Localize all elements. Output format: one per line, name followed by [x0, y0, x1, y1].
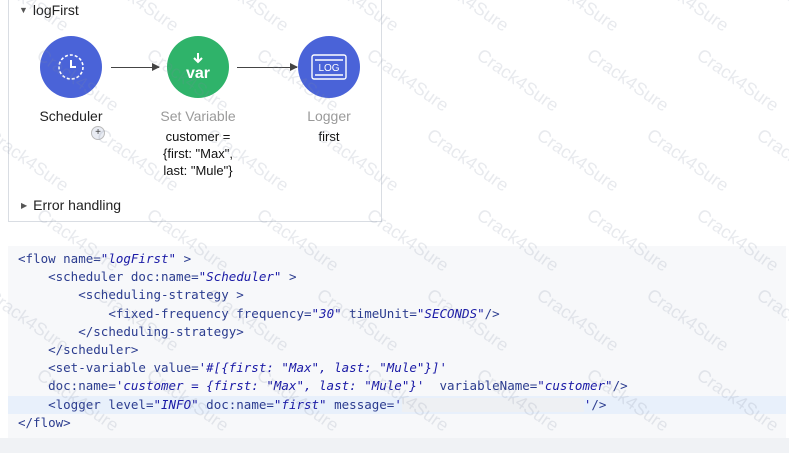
arrow-connector — [111, 63, 160, 71]
code-token: "SECONDS" — [416, 305, 485, 321]
code-token: message= — [326, 396, 395, 412]
code-line: <flow name="logFirst" > — [8, 250, 786, 268]
flow-header[interactable]: ▼ logFirst — [19, 2, 79, 18]
code-token: '#[{first: "Max", last: "Mule"}]' — [198, 360, 447, 376]
collapse-triangle-icon[interactable]: ▼ — [19, 5, 28, 15]
code-line: doc:name='customer = {first: "Max", last… — [8, 377, 786, 395]
code-token: doc:name= — [130, 269, 199, 285]
code-token: > — [281, 269, 297, 285]
code-token: level= — [108, 396, 154, 412]
code-line: <fixed-frequency frequency="30" timeUnit… — [8, 305, 786, 323]
code-line: <scheduling-strategy > — [8, 286, 786, 304]
code-line: </scheduler> — [8, 341, 786, 359]
log-icon: LOG — [311, 54, 347, 80]
code-token: ' — [394, 396, 402, 412]
code-token: <set-variable — [48, 360, 154, 376]
flow-name: logFirst — [32, 2, 79, 18]
code-token: </flow> — [18, 414, 71, 430]
code-token: "logFirst" — [100, 251, 177, 266]
watermark-text: Crack4Sure — [583, 44, 673, 116]
error-handling-section[interactable]: ▶ Error handling — [21, 197, 121, 213]
code-token: value= — [153, 360, 199, 376]
logger-label: Logger — [307, 108, 351, 124]
code-token: frequency= — [236, 305, 312, 321]
code-token: <scheduler — [48, 269, 131, 285]
scheduler-label: Scheduler — [39, 108, 103, 124]
code-token: <fixed-frequency — [108, 305, 237, 321]
code-token: doc:name= — [48, 378, 116, 394]
code-token: <logger — [48, 396, 109, 412]
watermark-text: Crack4Sure — [643, 0, 733, 36]
code-line: <set-variable value='#[{first: "Max", la… — [8, 359, 786, 377]
code-token: "first" — [273, 396, 327, 412]
code-line: <logger level="INFO" doc:name="first" me… — [8, 395, 786, 414]
code-token: variableName= — [424, 378, 538, 394]
watermark-text: Crack4Sure — [533, 0, 623, 36]
watermark-text: Crack4Sure — [643, 124, 733, 196]
logger-node[interactable]: LOG Logger first — [289, 36, 369, 156]
code-token: <scheduling-strategy > — [78, 287, 244, 303]
code-token: timeUnit= — [341, 305, 417, 321]
code-line: </scheduling-strategy> — [8, 323, 786, 341]
watermark-text: Crack4Sure — [473, 44, 563, 116]
set-variable-icon-circle: var — [167, 36, 229, 98]
code-token: doc:name= — [198, 396, 274, 412]
code-token: name= — [63, 251, 101, 266]
code-token: "INFO" — [153, 396, 199, 412]
code-line: </flow> — [8, 414, 786, 432]
code-token: "30" — [311, 305, 342, 321]
watermark-text: Crack4Sure — [423, 0, 513, 36]
redacted-message — [401, 398, 584, 412]
clock-icon — [58, 54, 84, 80]
set-variable-node[interactable]: var Set Variable customer = {first: "Max… — [151, 36, 245, 186]
code-token: <flow — [18, 251, 64, 266]
set-variable-description: customer = {first: "Max", last: "Mule"} — [163, 129, 233, 178]
code-token: "customer" — [537, 378, 613, 394]
code-token: /> — [591, 396, 607, 412]
arrow-connector — [237, 63, 298, 71]
flow-diagram-panel: ▼ logFirst + Scheduler var Set Variable … — [8, 0, 382, 222]
code-token: 'customer = {first: "Max", last: "Mule"}… — [115, 378, 425, 394]
watermark-text: Crack4Sure — [423, 124, 513, 196]
logger-description: first — [318, 129, 340, 144]
watermark-text: Crack4Sure — [693, 44, 783, 116]
code-token: </scheduling-strategy> — [78, 323, 244, 339]
code-token: > — [176, 251, 192, 266]
code-token: ' — [583, 396, 592, 412]
download-arrow-icon — [193, 53, 203, 64]
scheduler-icon-circle — [40, 36, 102, 98]
xml-code-panel[interactable]: <flow name="logFirst" > <scheduler doc:n… — [8, 246, 786, 438]
set-variable-label: Set Variable — [160, 108, 236, 124]
code-token: /> — [612, 378, 628, 394]
code-token: "Scheduler" — [198, 269, 282, 285]
code-token: /> — [484, 305, 500, 321]
code-line: <scheduler doc:name="Scheduler" > — [8, 268, 786, 286]
code-token: </scheduler> — [48, 341, 139, 357]
expand-triangle-icon[interactable]: ▶ — [21, 200, 28, 210]
logger-icon-circle: LOG — [298, 36, 360, 98]
error-handling-label: Error handling — [33, 197, 122, 213]
footer-bar — [0, 438, 789, 453]
watermark-text: Crack4Sure — [753, 124, 789, 196]
var-icon: var — [185, 65, 211, 82]
scheduler-node[interactable]: + Scheduler — [31, 36, 111, 146]
watermark-text: Crack4Sure — [533, 124, 623, 196]
svg-text:LOG: LOG — [318, 63, 339, 74]
add-source-badge-icon[interactable]: + — [91, 126, 105, 140]
watermark-text: Crack4Sure — [753, 0, 789, 36]
